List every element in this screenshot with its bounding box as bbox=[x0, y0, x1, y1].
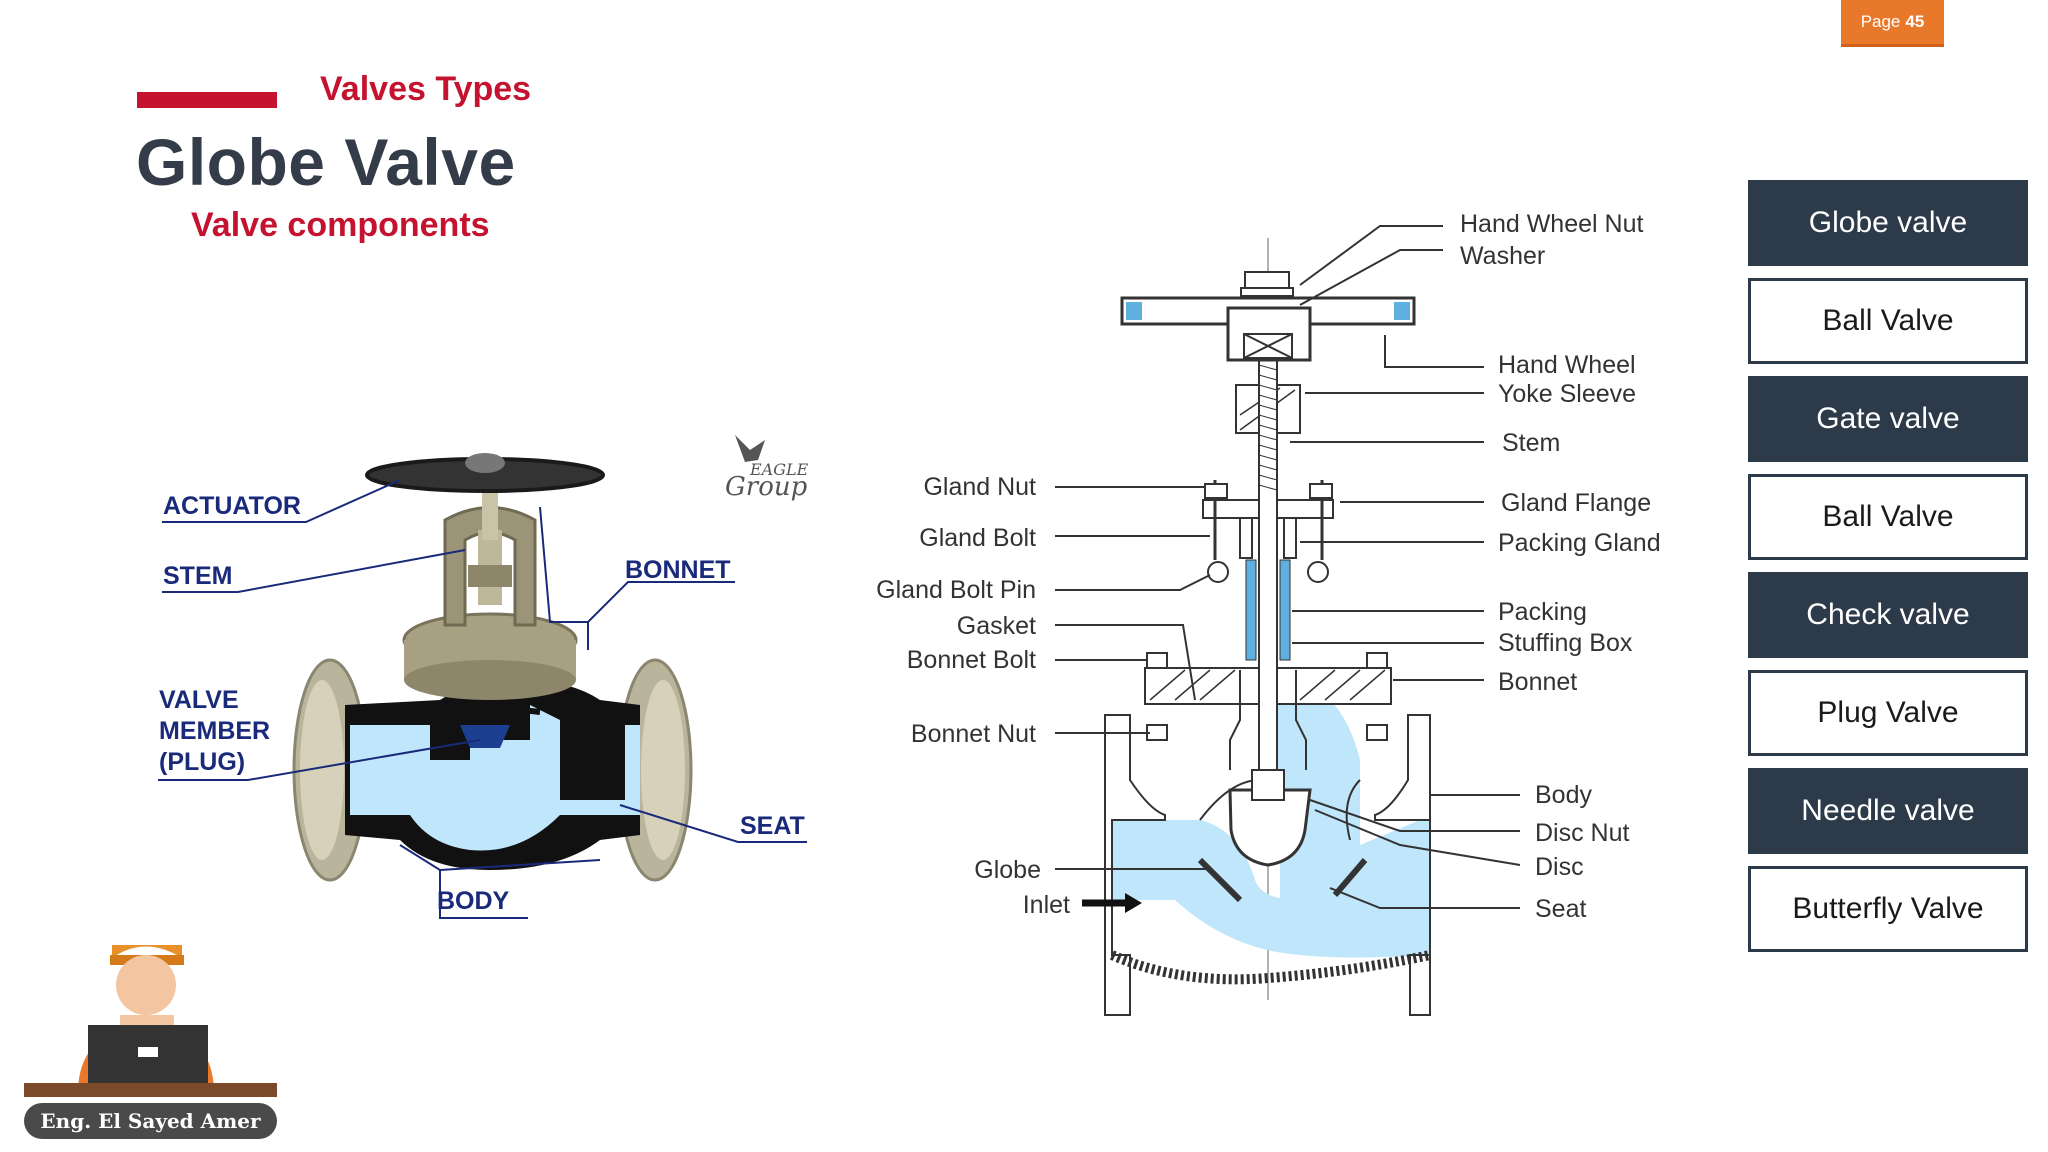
nav-button-ball-valve[interactable]: Ball Valve bbox=[1748, 278, 2028, 364]
label-gland-flange: Gland Flange bbox=[1501, 489, 1651, 517]
label-body: BODY bbox=[437, 887, 510, 915]
label-washer: Washer bbox=[1460, 242, 1545, 270]
nav-button-gate-valve[interactable]: Gate valve bbox=[1748, 376, 2028, 462]
photo-labels: ACTUATOR STEM BONNET VALVE MEMBER (PLUG)… bbox=[159, 492, 805, 915]
label-valve-member-line3: (PLUG) bbox=[159, 748, 245, 776]
label-stem: STEM bbox=[163, 562, 232, 590]
nav-button-butterfly-valve[interactable]: Butterfly Valve bbox=[1748, 866, 2028, 952]
label-seat: SEAT bbox=[740, 812, 805, 840]
label-actuator: ACTUATOR bbox=[163, 492, 301, 520]
label-yoke-sleeve: Yoke Sleeve bbox=[1498, 380, 1636, 408]
engineer-avatar bbox=[24, 945, 277, 1097]
page-title: Globe Valve bbox=[136, 125, 516, 199]
valve-illustrations: ACTUATOR STEM BONNET VALVE MEMBER (PLUG)… bbox=[24, 210, 1661, 1097]
label-bonnet-nut: Bonnet Nut bbox=[911, 720, 1036, 748]
eagle-group-logo: EAGLE Group bbox=[725, 435, 809, 502]
nav-button-needle-valve[interactable]: Needle valve bbox=[1748, 768, 2028, 854]
label-stem: Stem bbox=[1502, 429, 1560, 457]
logo-text-eagle: EAGLE bbox=[749, 460, 809, 479]
label-gland-bolt-pin: Gland Bolt Pin bbox=[876, 576, 1036, 604]
label-gland-nut: Gland Nut bbox=[923, 473, 1036, 501]
label-disc-nut: Disc Nut bbox=[1535, 819, 1630, 847]
logo-text-group: Group bbox=[725, 472, 808, 502]
diagram-labels: Hand Wheel Nut Washer Hand Wheel Yoke Sl… bbox=[876, 210, 1660, 923]
label-seat: Seat bbox=[1535, 895, 1586, 923]
nav-button-globe-valve[interactable]: Globe valve bbox=[1748, 180, 2028, 266]
label-valve-member-line2: MEMBER bbox=[159, 717, 270, 745]
label-hand-wheel: Hand Wheel bbox=[1498, 351, 1636, 379]
valve-cutaway-diagram bbox=[1082, 238, 1432, 1016]
nav-button-check-valve[interactable]: Check valve bbox=[1748, 572, 2028, 658]
page-number-badge: Page 45 bbox=[1841, 0, 1944, 47]
label-bonnet-bolt: Bonnet Bolt bbox=[907, 646, 1036, 674]
section-kicker: Valves Types bbox=[320, 70, 532, 108]
page-badge-number: 45 bbox=[1905, 12, 1925, 31]
label-packing: Packing bbox=[1498, 598, 1587, 626]
author-name-badge: Eng. El Sayed Amer bbox=[24, 1103, 277, 1139]
label-stuffing-box: Stuffing Box bbox=[1498, 629, 1633, 657]
photo-leader-lines bbox=[158, 479, 807, 919]
label-globe: Globe bbox=[974, 856, 1041, 884]
label-gasket: Gasket bbox=[957, 612, 1036, 640]
label-body: Body bbox=[1535, 781, 1592, 809]
valve-photo bbox=[292, 453, 693, 882]
label-packing-gland: Packing Gland bbox=[1498, 529, 1661, 557]
label-gland-bolt: Gland Bolt bbox=[919, 524, 1036, 552]
label-disc: Disc bbox=[1535, 853, 1584, 881]
nav-button-ball-valve-2[interactable]: Ball Valve bbox=[1748, 474, 2028, 560]
diagram-leader-lines bbox=[1055, 225, 1521, 909]
label-valve-member-line1: VALVE bbox=[159, 686, 239, 714]
label-hand-wheel-nut: Hand Wheel Nut bbox=[1460, 210, 1643, 238]
nav-button-plug-valve[interactable]: Plug Valve bbox=[1748, 670, 2028, 756]
page-subtitle: Valve components bbox=[191, 206, 490, 244]
page-badge-prefix: Page bbox=[1860, 12, 1901, 31]
label-bonnet: BONNET bbox=[625, 556, 731, 584]
label-inlet: Inlet bbox=[1023, 891, 1070, 919]
label-bonnet: Bonnet bbox=[1498, 668, 1577, 696]
accent-bar bbox=[137, 92, 277, 108]
